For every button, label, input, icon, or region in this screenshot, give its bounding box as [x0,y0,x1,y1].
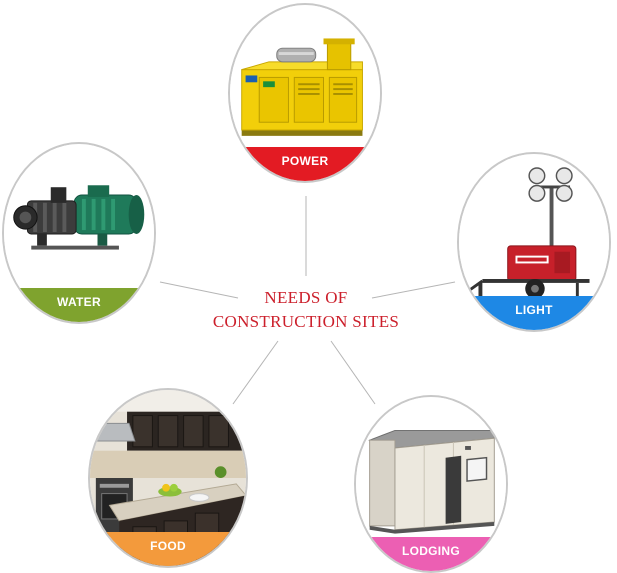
node-power-band: POWER [230,147,380,181]
connector-lodging [331,341,375,404]
node-light: LIGHT [457,152,611,332]
node-food-label: FOOD [150,539,186,553]
center-title-line2: CONSTRUCTION SITES [196,310,416,334]
node-lodging-label: LODGING [402,544,460,558]
node-light-label: LIGHT [515,303,553,317]
node-water-label: WATER [57,295,101,309]
node-power-label: POWER [282,154,329,168]
node-food-band: FOOD [90,532,246,566]
center-title-line1: NEEDS OF [196,286,416,310]
center-title: NEEDS OF CONSTRUCTION SITES [196,286,416,334]
node-food: FOOD [88,388,248,568]
node-lodging-band: LODGING [356,537,506,571]
node-power: POWER [228,3,382,183]
node-light-band: LIGHT [459,296,609,330]
node-water: WATER [2,142,156,324]
node-lodging: LODGING [354,395,508,573]
node-water-band: WATER [4,288,154,322]
